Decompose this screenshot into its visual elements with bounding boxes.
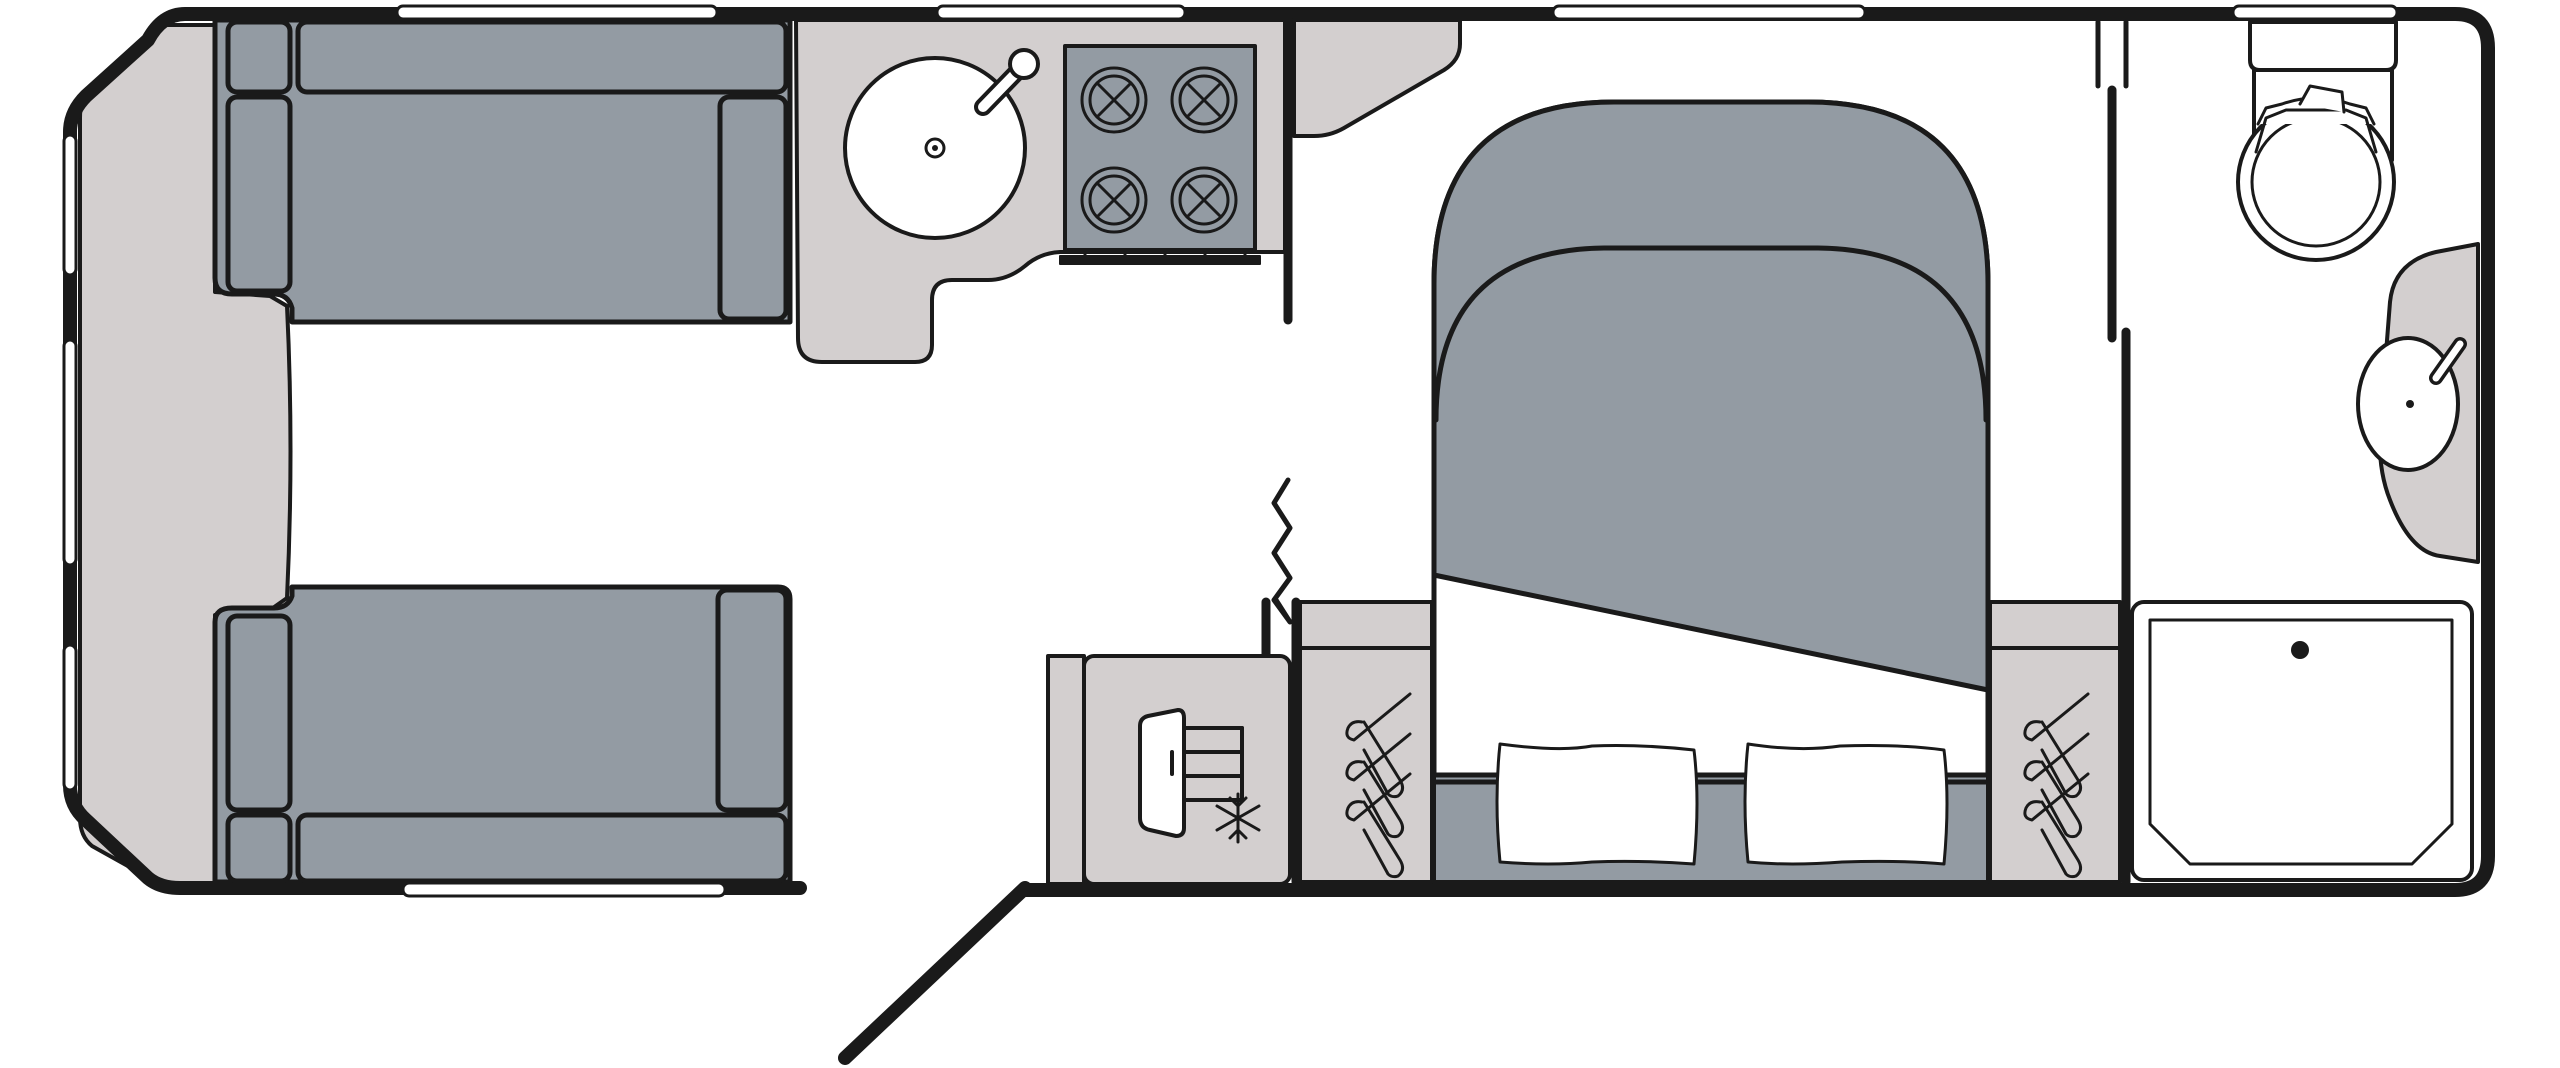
drain-icon	[2291, 641, 2309, 659]
toilet-icon	[2236, 20, 2398, 262]
washbasin-icon	[2356, 336, 2467, 472]
pillow-icon	[1743, 742, 1949, 866]
pillow-icon	[1495, 742, 1699, 866]
tap-icon	[974, 48, 1040, 116]
window-icon	[2231, 4, 2399, 21]
island-bed	[1431, 99, 1991, 884]
fridge-unit	[1082, 654, 1292, 886]
wardrobe-left-top	[1298, 600, 1434, 650]
window-icon	[401, 881, 727, 898]
fridge-unit	[1046, 654, 1086, 886]
caravan-outer-wall	[63, 7, 2495, 897]
hob	[1059, 44, 1261, 265]
wardrobe-right	[1988, 646, 2122, 884]
fridge-icon	[1138, 708, 1244, 838]
hob-burner-icon	[1170, 66, 1238, 134]
door-icon	[838, 881, 1032, 1065]
window-icon	[395, 4, 719, 21]
window-icon	[1551, 4, 1867, 21]
wardrobe-right-top	[1988, 600, 2122, 650]
hob-burner-icon	[1080, 66, 1148, 134]
window-icon	[62, 133, 78, 277]
window-icon	[62, 643, 78, 792]
oven-door	[1059, 255, 1261, 265]
window-icon	[935, 4, 1187, 21]
snowflake-icon	[1215, 792, 1261, 844]
lounge-seat-lower	[212, 584, 793, 885]
coat-hanger-icon	[2023, 692, 2090, 879]
heater-flue	[1271, 477, 1293, 625]
shower-tray-icon	[2130, 600, 2474, 882]
coat-hanger-icon	[1345, 692, 1412, 879]
bed-headboard-inner	[1433, 245, 1989, 423]
hob-burner-icon	[1080, 166, 1148, 234]
corner-shelf	[1292, 18, 1462, 138]
hob-burner-icon	[1170, 166, 1238, 234]
lounge-seat-upper	[212, 17, 793, 325]
window-icon	[62, 338, 78, 567]
